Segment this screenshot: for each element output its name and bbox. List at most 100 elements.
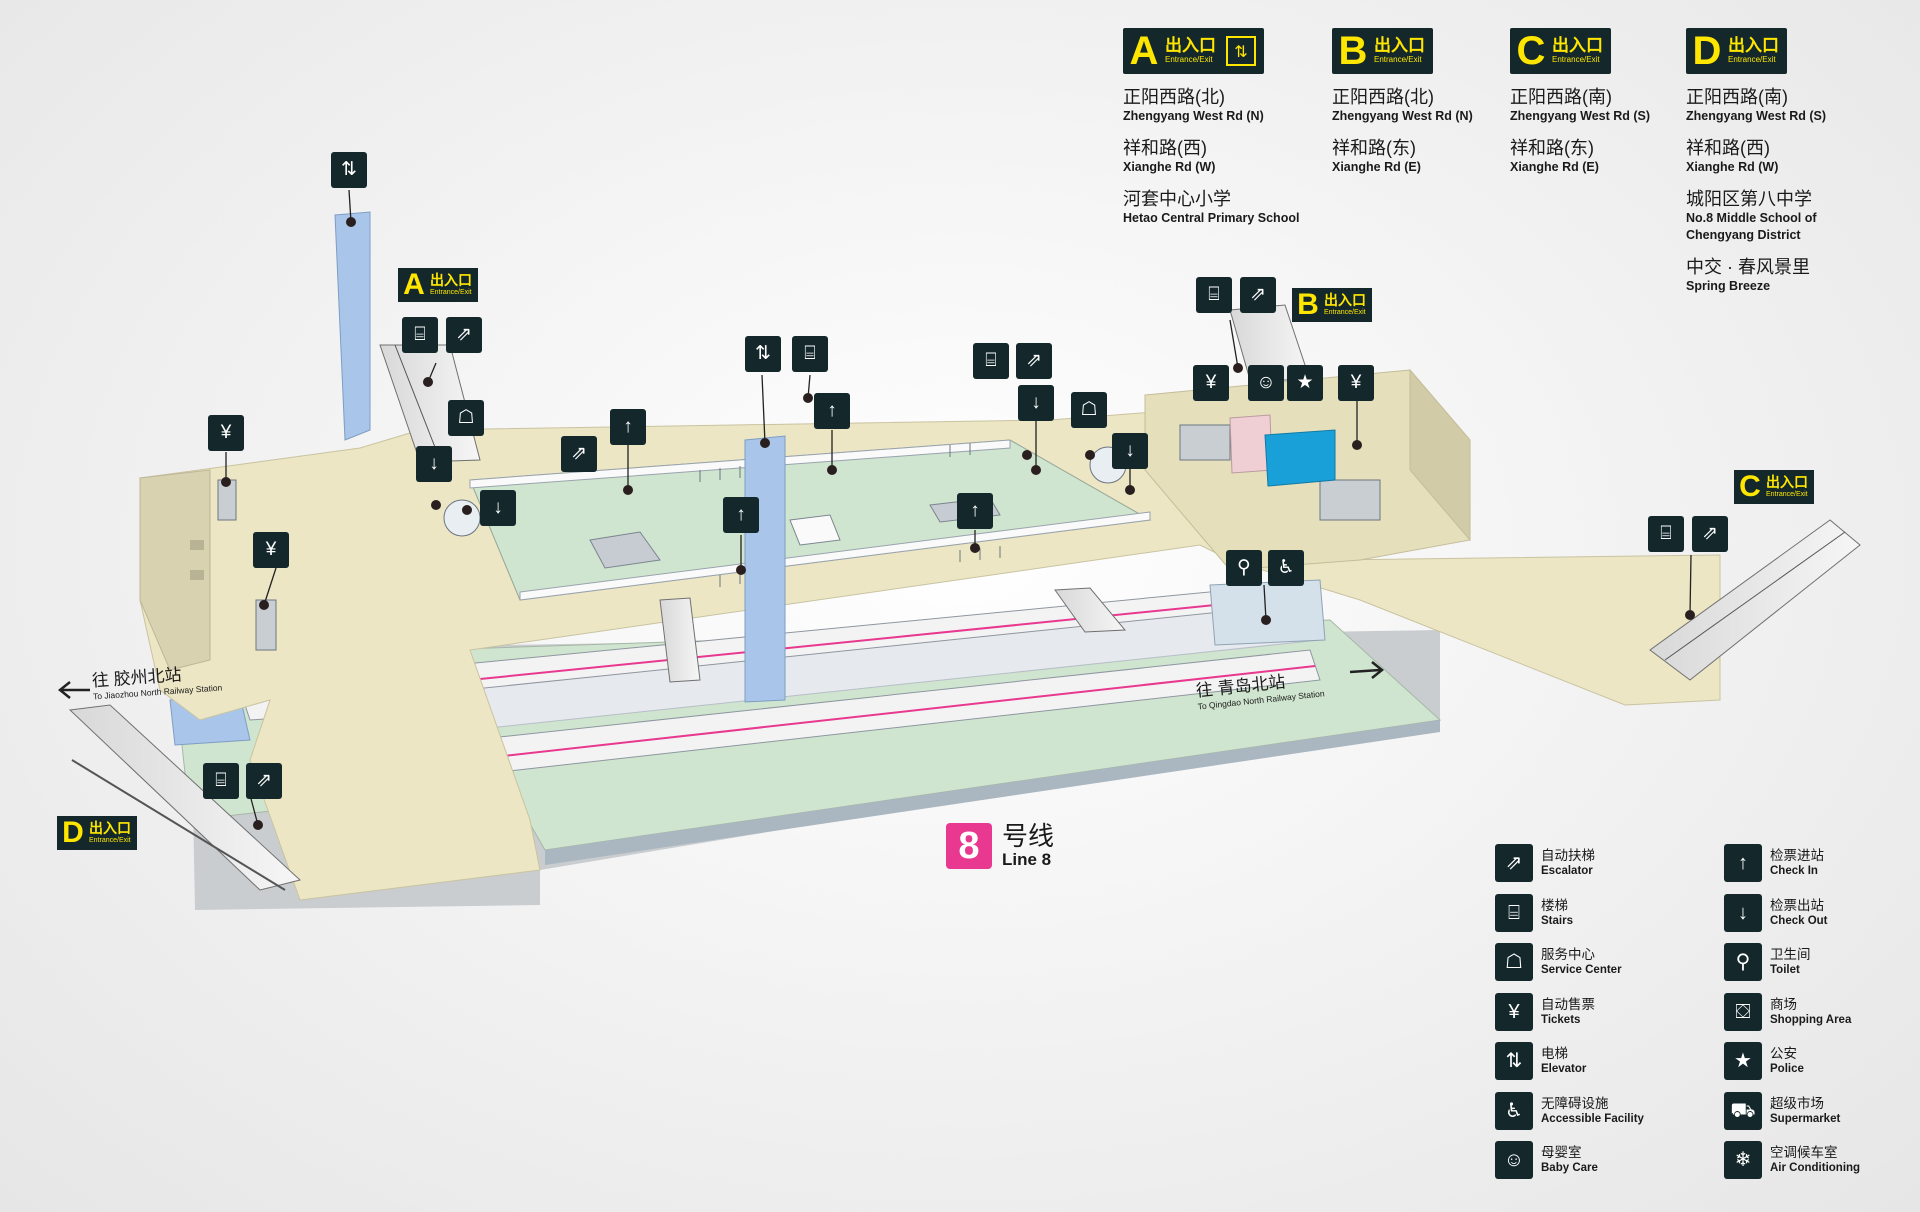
legend-label-cn: 商场: [1770, 996, 1797, 1012]
elevator-icon: ⇅: [1226, 36, 1256, 66]
elevator-icon: ⇅: [745, 336, 781, 372]
exit-c-escalator: [1649, 519, 1861, 681]
destination-cn: 城阳区第八中学: [1686, 189, 1812, 209]
stairs-icon: ⌸: [203, 763, 239, 799]
tag-cn: 出入口: [89, 820, 131, 836]
legend-label-cn: 自动扶梯: [1541, 848, 1595, 863]
escalator-icon: ⇗: [246, 763, 282, 799]
legend-label-en: Check In: [1770, 865, 1818, 877]
police-icon: ★: [1724, 1042, 1762, 1080]
legend-label-en: Elevator: [1541, 1063, 1587, 1075]
legend-label-cn: 空调候车室: [1770, 1145, 1838, 1160]
toilet-block: [1209, 579, 1326, 646]
destination-en: Xianghe Rd (E): [1510, 160, 1599, 174]
service-center-icon: ☖: [1071, 392, 1107, 428]
legend-label-en: Air Conditioning: [1770, 1162, 1861, 1174]
tag-cn: 出入口: [430, 272, 472, 288]
destination-en: Zhengyang West Rd (N): [1123, 109, 1264, 123]
exit-destination: 祥和路(东) Xianghe Rd (E): [1510, 137, 1710, 176]
destination-cn: 祥和路(西): [1123, 138, 1207, 158]
toilet-icon: ⚲: [1724, 943, 1762, 981]
toilet-icon: ⚲: [1226, 550, 1262, 586]
exit-d-escalator: [68, 704, 302, 891]
legend-label-cn: 公安: [1770, 1046, 1797, 1061]
tag-letter: B: [1297, 288, 1319, 321]
destination-en: Zhengyang West Rd (N): [1332, 109, 1473, 123]
check-in-icon: ↑: [957, 493, 993, 529]
legend-label-cn: 检票进站: [1770, 848, 1824, 863]
exit-destination: 正阳西路(北) Zhengyang West Rd (N): [1123, 86, 1323, 125]
exit-letter: A: [1129, 29, 1159, 73]
check-out-icon: ↓: [1112, 433, 1148, 469]
exit-destination: 正阳西路(北)Zhengyang West Rd (N): [1332, 86, 1532, 125]
exit-badge-cn: 出入口: [1552, 36, 1603, 55]
accessible-icon: ♿: [1268, 550, 1304, 586]
destination-en: Xianghe Rd (W): [1123, 160, 1216, 174]
exit-letter: C: [1516, 29, 1546, 73]
legend-item: ★ 公安 Police: [1724, 1041, 1920, 1081]
destination-en: Zhengyang West Rd (S): [1686, 109, 1827, 123]
exit-badge-en: Entrance/Exit: [1165, 55, 1213, 64]
exit-destination: 祥和路(西) Xianghe Rd (W): [1686, 137, 1886, 176]
escalator-icon: ⇗: [446, 317, 482, 353]
legend-label-en: Accessible Facility: [1541, 1112, 1644, 1125]
exit-badge-en: Entrance/Exit: [1552, 55, 1600, 64]
line-name-en: Line 8: [1002, 850, 1052, 869]
legend-label-cn: 卫生间: [1770, 947, 1811, 962]
destination-cn: 正阳西路(北): [1123, 87, 1225, 107]
legend-label-en: Service Center: [1541, 964, 1622, 976]
exit-destination: 祥和路(西) Xianghe Rd (W): [1123, 137, 1323, 176]
destination-en: Xianghe Rd (W): [1686, 160, 1779, 174]
tag-letter: A: [403, 268, 425, 301]
legend-label-cn: 无障碍设施: [1541, 1095, 1609, 1111]
exit-destination: 正阳西路(南)Zhengyang West Rd (S): [1510, 86, 1710, 125]
legend-label-cn: 检票出站: [1770, 897, 1824, 913]
legend-label-en: Baby Care: [1541, 1162, 1598, 1174]
tag-cn: 出入口: [1324, 292, 1366, 308]
destination-en: Spring Breeze: [1686, 279, 1771, 293]
info-desk: [1264, 429, 1336, 487]
escalator-icon: ⇗: [1495, 844, 1533, 882]
destination-cn: 祥和路(东): [1510, 138, 1594, 158]
escalator-icon: ⇗: [1240, 277, 1276, 313]
exit-badge-en: Entrance/Exit: [1728, 55, 1776, 64]
ticket-machines-east: [1179, 424, 1231, 461]
elevator-shaft-center: [744, 435, 786, 703]
legend-label-en: Police: [1770, 1063, 1804, 1075]
stairs-icon: ⌸: [973, 343, 1009, 379]
legend-label-cn: 自动售票: [1541, 996, 1595, 1012]
destination-cn: 正阳西路(南): [1510, 87, 1612, 107]
elevator-shaft-west: [334, 211, 371, 441]
exit-badge-cn: 出入口: [1165, 36, 1216, 55]
baby-care-icon: ☺: [1495, 1141, 1533, 1179]
service-center-icon: ☖: [1495, 943, 1533, 981]
supermarket-icon: ⛟: [1724, 1091, 1762, 1130]
destination-cn: 祥和路(西): [1686, 138, 1770, 158]
legend-label-cn: 服务中心: [1541, 947, 1595, 962]
tag-en: Entrance/Exit: [1766, 491, 1808, 498]
destination-en: No.8 Middle School of Chengyang District: [1686, 211, 1817, 242]
line-name-cn: 号线: [1002, 821, 1055, 851]
tag-letter: D: [62, 816, 84, 849]
exit-destination: 祥和路(东)Xianghe Rd (E): [1332, 137, 1532, 176]
